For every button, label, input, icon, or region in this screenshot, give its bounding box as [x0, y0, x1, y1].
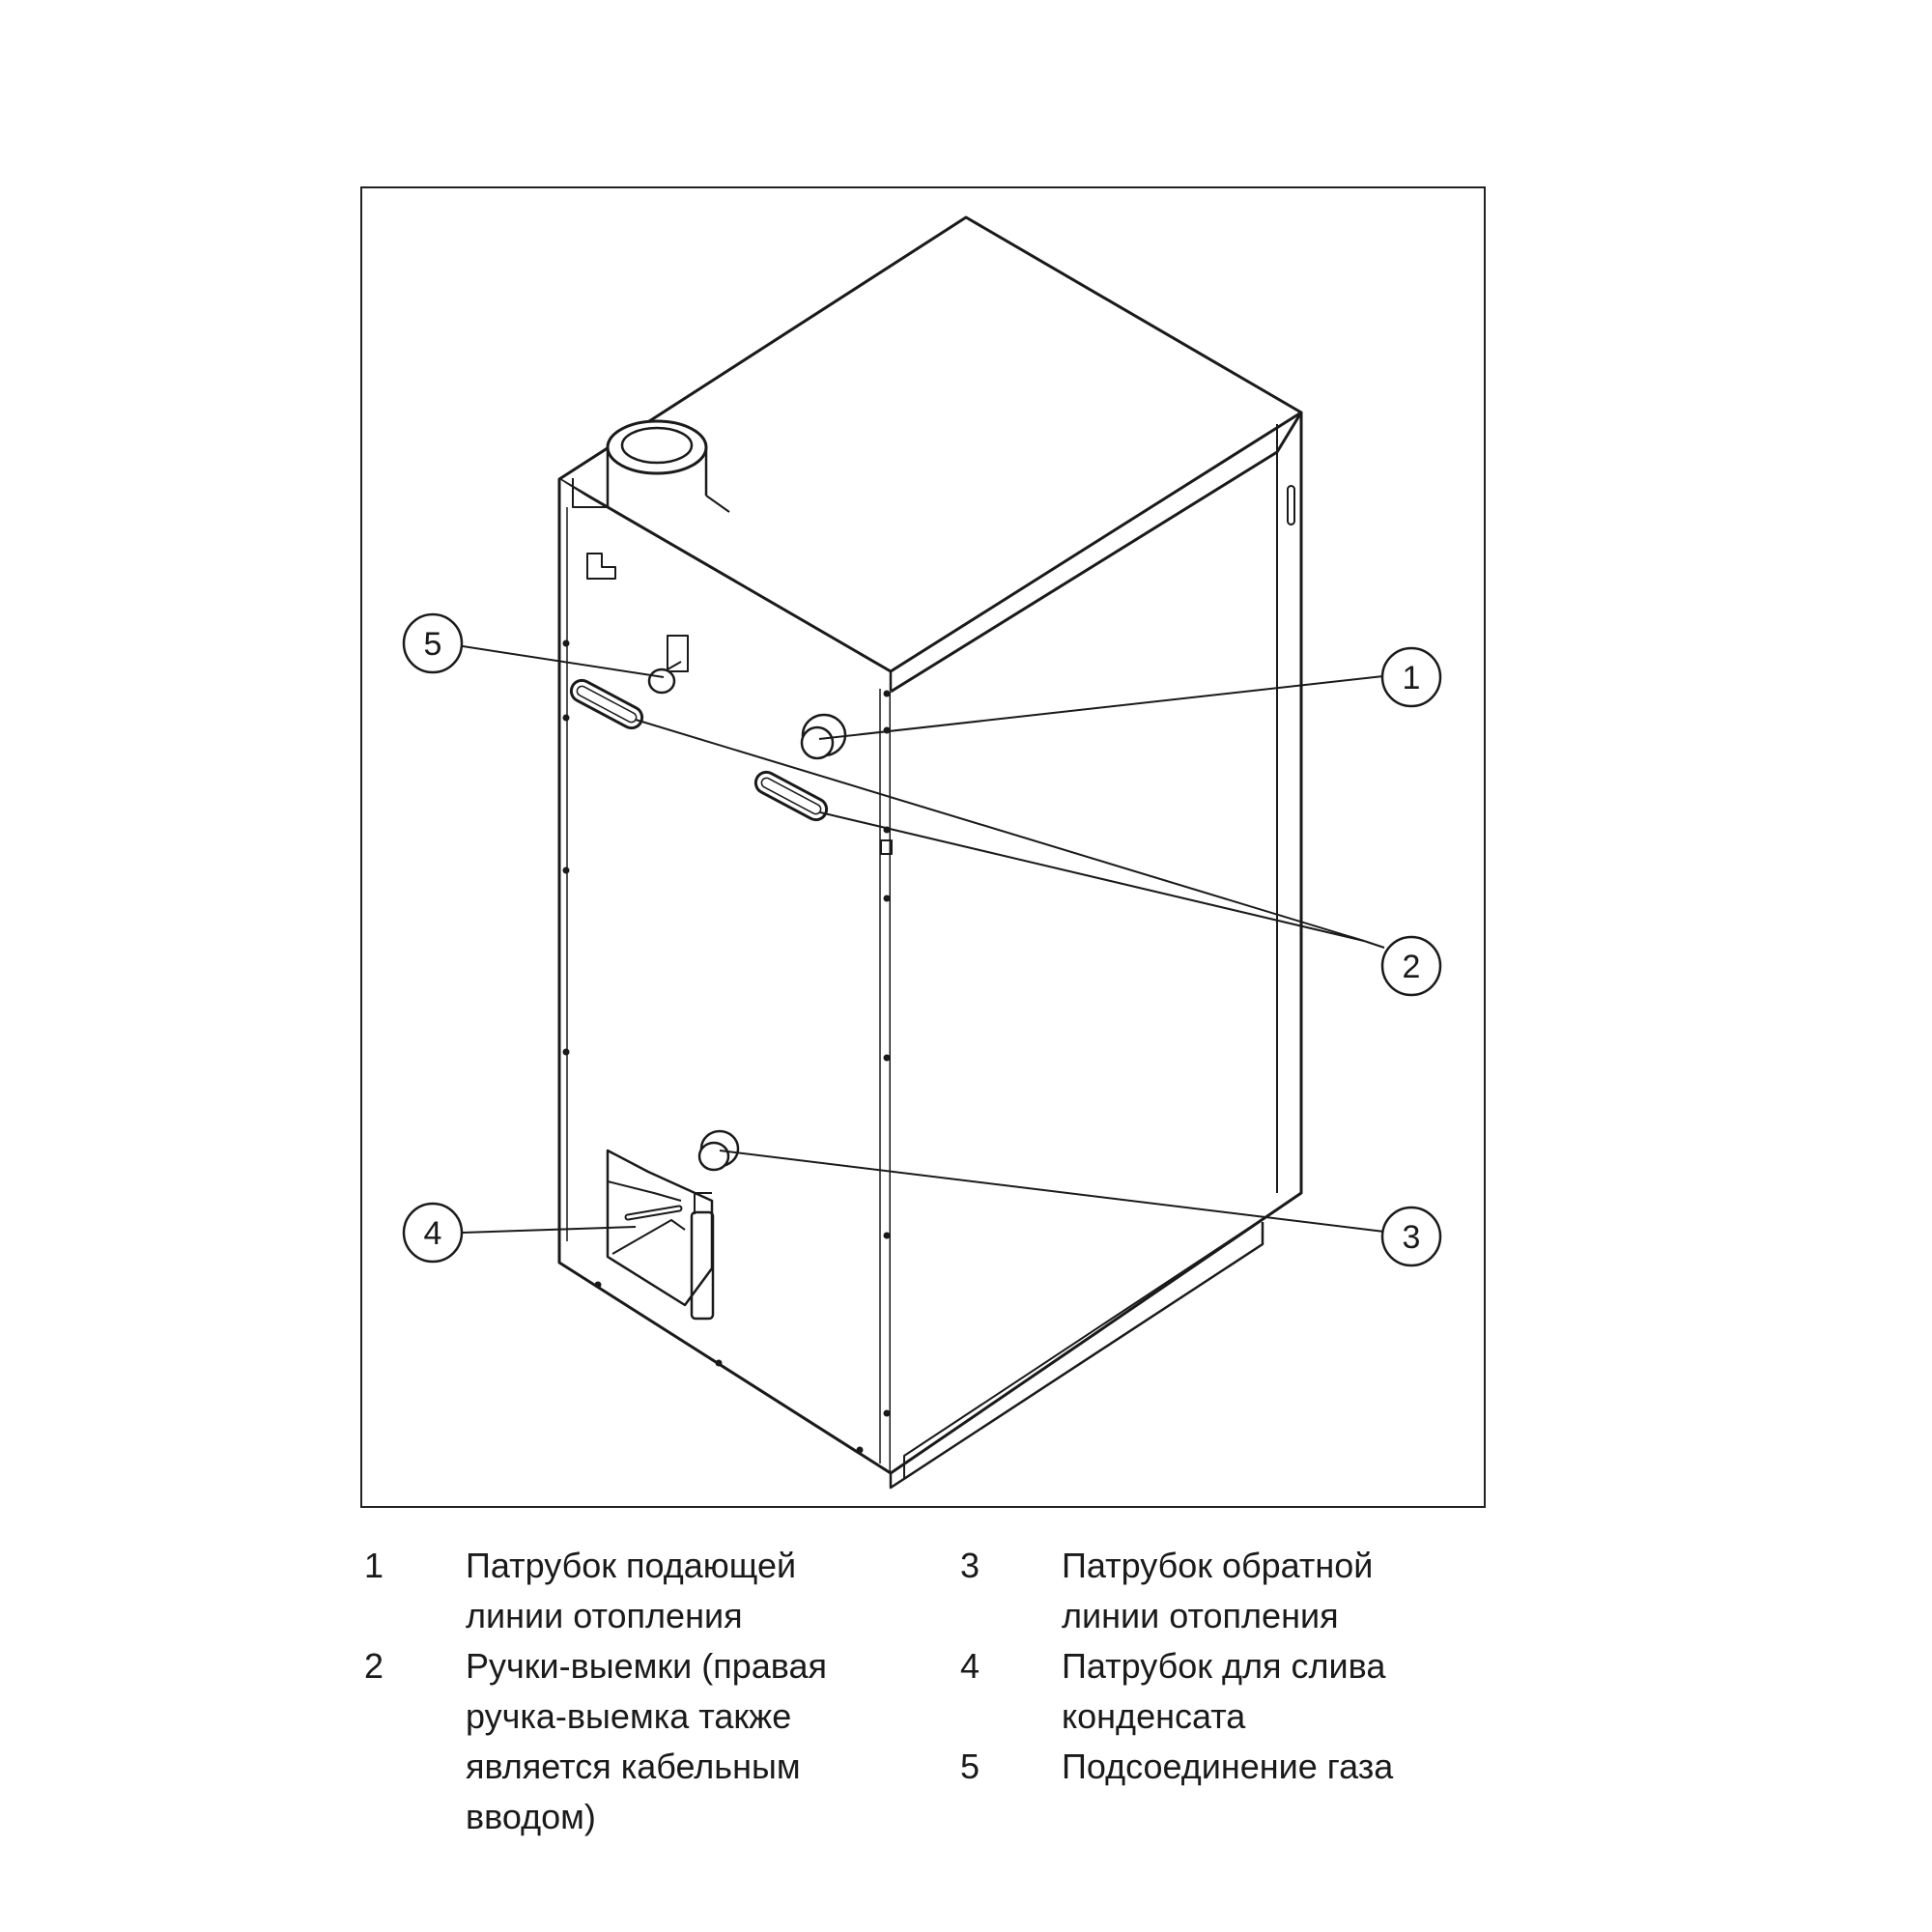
callout-4-label: 4 [424, 1215, 442, 1252]
callout-3: 3 [1380, 1206, 1442, 1267]
figure-frame: 1 2 3 4 5 [360, 186, 1486, 1508]
legend-column-right: 3 Патрубок обратной линии отопления 4 Па… [956, 1541, 1536, 1792]
legend-text: Подсоединение газа [1062, 1747, 1394, 1786]
legend-number: 4 [960, 1646, 980, 1686]
condensate-outlet [606, 1149, 715, 1321]
legend-column-left: 1 Патрубок подающей линии отопления 2 Ру… [360, 1541, 940, 1842]
legend-item-5: 5 Подсоединение газа [956, 1742, 1536, 1792]
legend: 1 Патрубок подающей линии отопления 2 Ру… [360, 1541, 1558, 1860]
leader-2a [635, 719, 1365, 942]
legend-number: 2 [364, 1646, 384, 1686]
callout-1: 1 [1380, 646, 1442, 708]
legend-item-4: 4 Патрубок для слива конденсата [956, 1641, 1536, 1742]
callout-1-label: 1 [1403, 660, 1421, 696]
callout-5: 5 [402, 612, 464, 674]
bracket-upper [586, 553, 616, 580]
legend-number: 3 [960, 1546, 980, 1585]
legend-item-1: 1 Патрубок подающей линии отопления [360, 1541, 940, 1641]
leader-5 [462, 645, 665, 678]
leader-3 [719, 1150, 1385, 1233]
callout-4: 4 [402, 1202, 464, 1264]
legend-number: 5 [960, 1747, 980, 1786]
boiler-base [889, 1222, 1264, 1490]
legend-text: Патрубок обратной линии отопления [1062, 1546, 1374, 1635]
legend-text: Патрубок подающей линии отопления [466, 1546, 797, 1635]
leader-4 [462, 1226, 637, 1234]
leader-lines [462, 645, 1385, 1234]
legend-number: 1 [364, 1546, 384, 1585]
callout-5-label: 5 [424, 626, 442, 663]
leader-2b [819, 811, 1365, 942]
legend-text: Ручки-выемки (правая ручка-выемка также … [466, 1646, 828, 1836]
boiler-side-face [890, 411, 1303, 1475]
boiler-illustration: 1 2 3 4 5 [402, 215, 1442, 1490]
leader-1 [818, 675, 1384, 740]
return-pipe [697, 1129, 740, 1172]
legend-item-2: 2 Ручки-выемки (правая ручка-выемка такж… [360, 1641, 940, 1842]
callout-2: 2 [1380, 935, 1442, 997]
legend-text: Патрубок для слива конденсата [1062, 1646, 1386, 1736]
flue-pipe [572, 419, 730, 513]
handle-left [569, 678, 644, 730]
legend-item-3: 3 Патрубок обратной линии отопления [956, 1541, 1536, 1641]
leader-2c [1363, 940, 1385, 949]
callout-3-label: 3 [1403, 1219, 1421, 1256]
callout-2-label: 2 [1403, 949, 1421, 985]
side-slot [1287, 485, 1295, 526]
